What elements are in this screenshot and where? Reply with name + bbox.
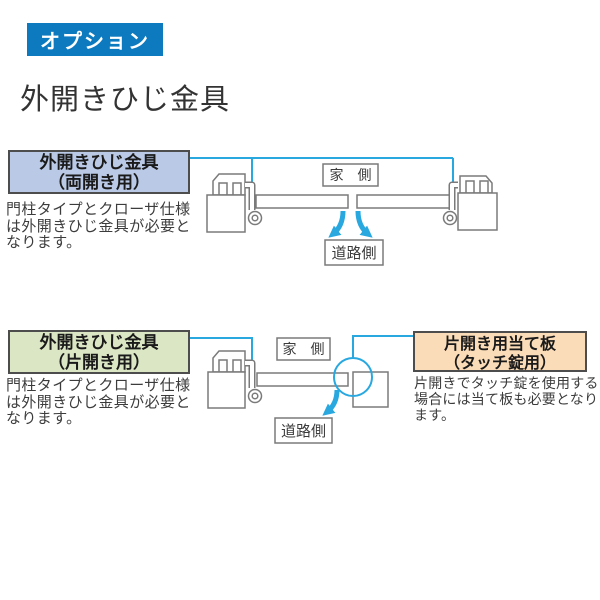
option-badge: オプション [27,23,163,56]
desc-line: ます。 [414,408,456,425]
single-swing-label-box: 外開きひじ金具 （片開き用） [8,330,190,374]
desc-line: 門柱タイプとクローザ仕様 [6,376,191,394]
double-swing-label-line1: 外開きひじ金具 [39,153,159,173]
svg-text:家 側: 家 側 [330,167,372,184]
double-swing-label-box: 外開きひじ金具 （両開き用） [8,150,190,194]
gate-panel-left [255,194,349,209]
gate-post-right [442,175,498,231]
desc-line: は外開きひじ金具が必要と [6,216,191,235]
gate-panel-right [356,194,453,209]
highlight-circle [333,357,373,397]
road-side-box: 道路側 [324,239,384,266]
double-swing-label-line2: （両開き用） [48,173,150,193]
desc-line: なります。 [6,233,82,251]
road-side-box: 道路側 [274,417,333,444]
latch-post [352,371,389,408]
gate-panel [256,372,349,387]
double-swing-diagram: 家 側 道路側 [190,157,498,266]
connector-line-right [352,335,414,358]
gate-post-left [206,173,263,233]
house-side-box: 家 側 [276,337,331,361]
swing-arrow-left [328,210,346,238]
desc-line: なります。 [6,409,82,427]
touch-plate-label-box: 片開き用当て板 （タッチ錠用） [413,331,587,372]
single-swing-label-line2: （片開き用） [48,353,150,373]
gate-post [207,350,263,409]
house-side-box: 家 側 [322,163,379,187]
desc-line: 門柱タイプとクローザ仕様 [6,200,191,218]
touch-plate-description: 片開きでタッチ錠を使用する 場合には当て板も必要となり ます。 [414,376,600,425]
connector-line-left [190,337,253,361]
swing-arrow-right [355,210,373,238]
svg-text:道路側: 道路側 [331,244,376,262]
single-swing-description: 門柱タイプとクローザ仕様 は外開きひじ金具が必要と なります。 [6,377,204,427]
touch-plate-label-line2: （タッチ錠用） [443,353,556,372]
desc-line: 場合には当て板も必要となり [414,392,599,409]
touch-plate-label-line1: 片開き用当て板 [443,334,556,353]
single-swing-diagram: 家 側 道路側 [190,335,414,444]
connector-line [190,157,454,184]
swing-arrow [322,389,340,416]
svg-text:道路側: 道路側 [281,422,326,440]
page-title: 外開きひじ金具 [20,82,231,116]
double-swing-description: 門柱タイプとクローザ仕様 は外開きひじ金具が必要と なります。 [6,201,204,251]
desc-line: 片開きでタッチ錠を使用する [414,376,599,392]
svg-text:家 側: 家 側 [283,341,325,358]
desc-line: は外開きひじ金具が必要と [6,392,191,411]
single-swing-label-line1: 外開きひじ金具 [39,333,159,353]
